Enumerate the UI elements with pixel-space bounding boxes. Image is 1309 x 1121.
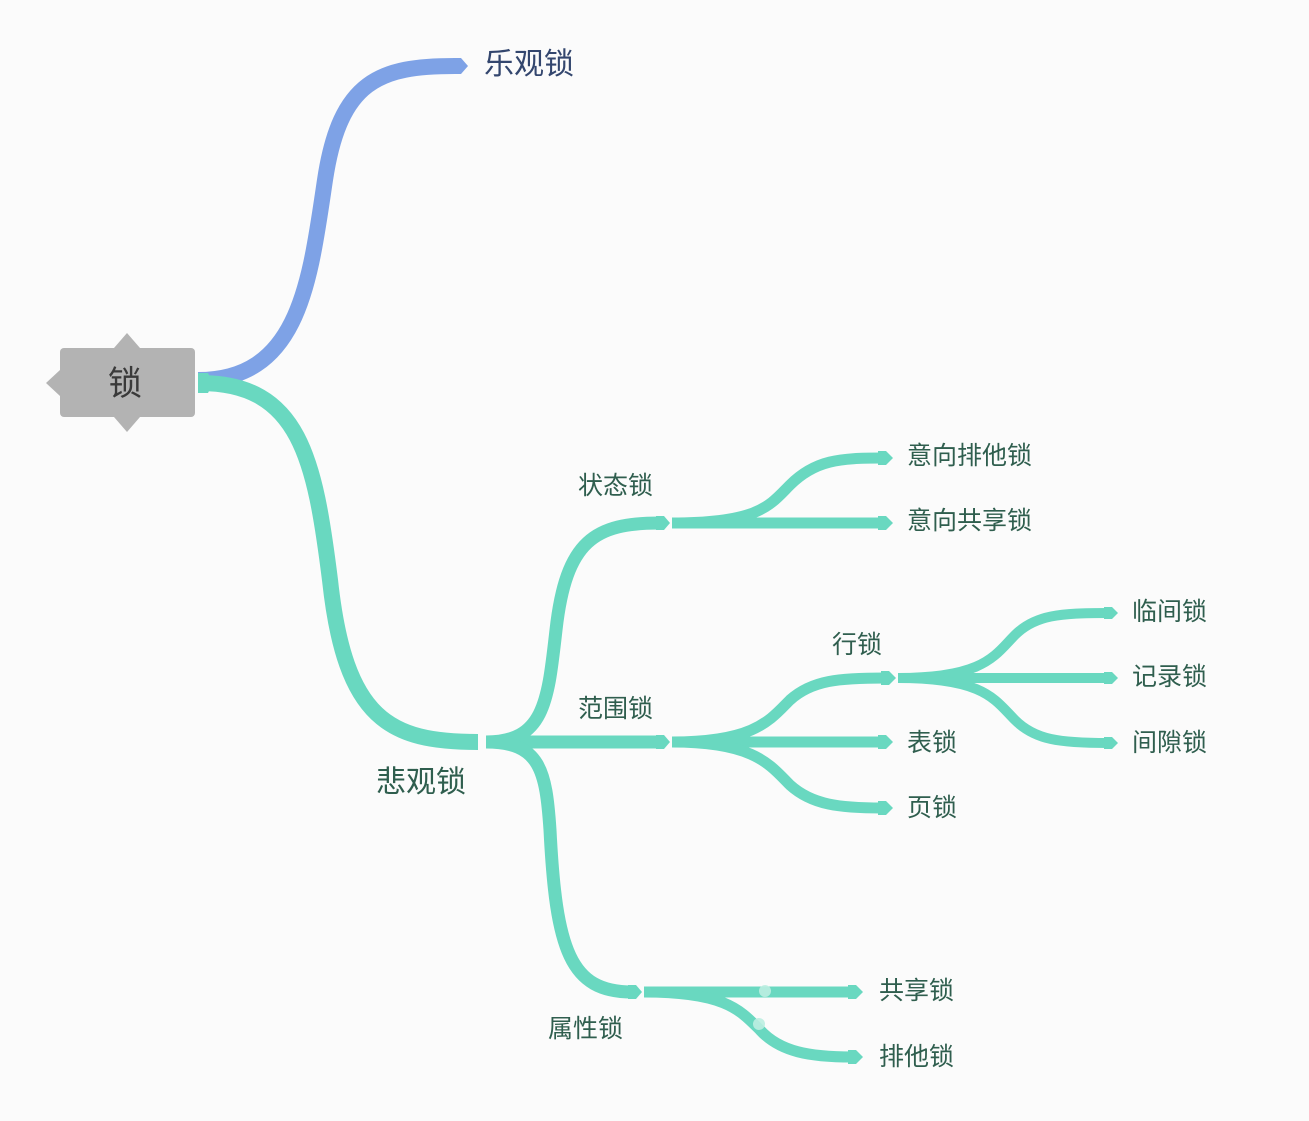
node-exclusive-lock[interactable]: 排他锁 [879,1042,955,1071]
branch-pessimistic [198,373,479,750]
branch-state-lock [485,516,670,749]
node-scope-lock[interactable]: 范围锁 [578,694,654,723]
branch-scope-children [671,671,896,815]
node-page-lock[interactable]: 页锁 [907,793,958,822]
node-pessimistic-lock[interactable]: 悲观锁 [376,765,466,800]
root-node-shape[interactable] [46,333,195,432]
node-intent-exclusive-lock[interactable]: 意向排他锁 [907,441,1033,470]
branch-attribute-lock [485,735,642,999]
node-optimistic-lock[interactable]: 乐观锁 [484,47,574,82]
node-shared-lock[interactable]: 共享锁 [879,976,955,1005]
node-row-lock[interactable]: 行锁 [832,630,883,659]
root-node-label[interactable]: 锁 [108,364,142,404]
node-intent-shared-lock[interactable]: 意向共享锁 [907,506,1033,535]
branch-optimistic [197,58,468,388]
branch-attribute-children [643,985,863,1064]
node-attribute-lock[interactable]: 属性锁 [548,1014,624,1043]
node-record-lock[interactable]: 记录锁 [1132,662,1208,691]
branch-row-children [897,607,1118,749]
node-table-lock[interactable]: 表锁 [907,728,958,757]
node-next-key-lock[interactable]: 临间锁 [1132,597,1208,626]
node-gap-lock[interactable]: 间隙锁 [1132,728,1208,757]
branch-intent-locks [671,451,893,530]
node-state-lock[interactable]: 状态锁 [578,471,654,500]
